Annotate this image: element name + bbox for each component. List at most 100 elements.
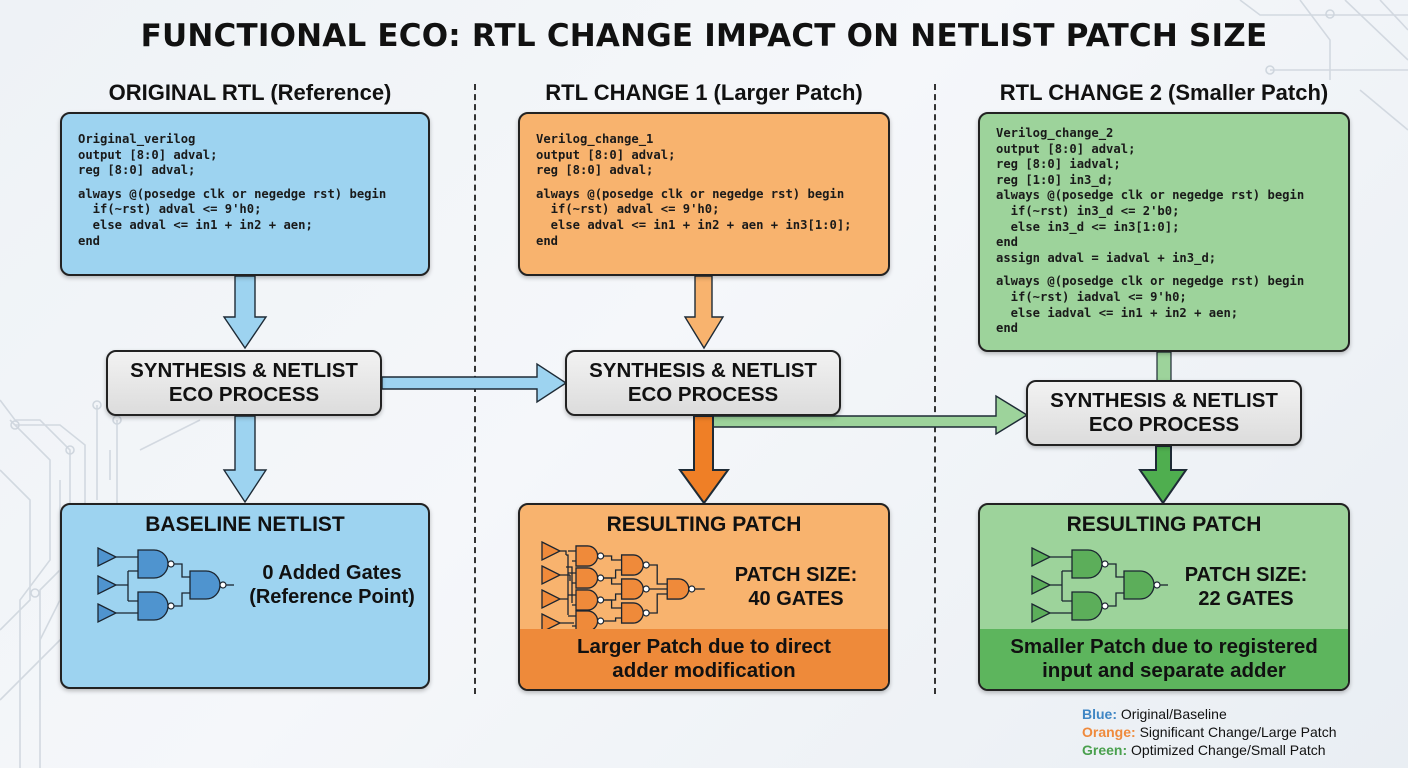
result-text-line-1: PATCH SIZE: (1184, 564, 1308, 586)
legend-item-blue: Blue: Original/Baseline (1082, 705, 1337, 723)
wire (174, 563, 190, 607)
nand-bubble (642, 585, 650, 593)
code-line: output [8:0] adval; (78, 147, 218, 162)
patch-note: Larger Patch due to direct adder modific… (520, 629, 888, 689)
legend-key: Blue: (1082, 706, 1117, 722)
nand-bubble (219, 581, 227, 589)
wire (568, 550, 576, 562)
result-text-line-1: 0 Added Gates (262, 562, 402, 584)
note-line-2: input and separate adder (1042, 659, 1286, 682)
nand-gate (1123, 570, 1155, 600)
code-line: Original_verilog (78, 132, 196, 146)
legend: Blue: Original/Baseline Orange: Signific… (1082, 705, 1337, 759)
code-line: always @(posedge clk or negedge rst) beg… (996, 274, 1305, 289)
buffer-gate (97, 602, 118, 624)
legend-key: Green: (1082, 742, 1128, 758)
patch-size: PATCH SIZE: 22 GATES (1166, 563, 1326, 611)
code-line: if(~rst) adval <= 9'h0; (536, 202, 720, 217)
result-summary: 0 Added Gates (Reference Point) (232, 561, 428, 609)
code-line: always @(posedge clk or negedge rst) beg… (996, 188, 1305, 203)
legend-item-orange: Orange: Significant Change/Large Patch (1082, 723, 1337, 741)
wire (1050, 556, 1072, 614)
code-line: else iadval <= in1 + in2 + aen; (996, 305, 1239, 320)
code-line (996, 266, 1332, 274)
column-heading-change-2: RTL CHANGE 2 (Smaller Patch) (999, 80, 1329, 105)
code-line: reg [8:0] adval; (78, 163, 196, 178)
wire (568, 615, 576, 627)
patch-note: Smaller Patch due to registered input an… (980, 629, 1348, 689)
code-line: end (996, 321, 1019, 336)
code-line: Verilog_change_1 (536, 132, 654, 146)
note-line-1: Smaller Patch due to registered (1010, 635, 1318, 658)
legend-text: Significant Change/Large Patch (1135, 724, 1337, 740)
nand-bubble (596, 617, 605, 625)
nand-bubble (596, 596, 605, 604)
result-text-line-2: (Reference Point) (249, 586, 415, 608)
gate-schematic-icon (97, 546, 234, 624)
process-box-change-2: SYNTHESIS & NETLIST ECO PROCESS (1026, 380, 1302, 446)
nand-bubble (642, 609, 650, 617)
page-title: FUNCTIONAL ECO: RTL CHANGE IMPACT ON NET… (140, 18, 1268, 54)
result-text-line-1: PATCH SIZE: (734, 564, 858, 586)
nand-bubble (1101, 602, 1109, 610)
code-line: else in3_d <= in3[1:0]; (996, 219, 1180, 234)
code-line: else adval <= in1 + in2 + aen + in3[1:0]… (536, 217, 852, 232)
nand-gate (1071, 591, 1103, 621)
nand-gate (575, 567, 599, 589)
process-line-1: SYNTHESIS & NETLIST (589, 359, 817, 382)
code-line: output [8:0] adval; (996, 141, 1136, 156)
nand-gate (189, 570, 221, 600)
nand-gate (575, 589, 599, 611)
baseline-netlist-box: BASELINE NETLIST 0 Added Gates (Referenc… (60, 503, 430, 689)
legend-text: Optimized Change/Small Patch (1127, 742, 1326, 758)
code-line: reg [8:0] iadval; (996, 157, 1121, 172)
nand-bubble (596, 552, 605, 560)
result-title: BASELINE NETLIST (145, 513, 345, 536)
code-line: Verilog_change_2 (996, 126, 1114, 140)
gate-schematic-icon (1031, 546, 1168, 624)
code-line: end (536, 233, 559, 248)
code-line: else adval <= in1 + in2 + aen; (78, 217, 313, 232)
nand-gate (137, 549, 169, 579)
result-text-line-2: 22 GATES (1198, 588, 1294, 610)
code-line: if(~rst) in3_d <= 2'b0; (996, 203, 1180, 218)
process-line-2: ECO PROCESS (168, 383, 320, 406)
legend-key: Orange: (1082, 724, 1136, 740)
wire (116, 556, 138, 614)
code-line (78, 179, 412, 187)
code-line: always @(posedge clk or negedge rst) beg… (536, 186, 845, 201)
wire (603, 555, 622, 579)
buffer-gate (541, 564, 562, 586)
nand-gate (620, 602, 644, 624)
wire (603, 599, 622, 622)
patch-box-change-2: RESULTING PATCH PATCH SIZE: 22 GATES Sma… (978, 503, 1350, 691)
nand-gate (575, 545, 599, 567)
code-line: end (996, 235, 1019, 250)
nand-bubble (596, 574, 605, 582)
legend-text: Original/Baseline (1117, 706, 1227, 722)
process-line-2: ECO PROCESS (1088, 413, 1240, 436)
process-line-2: ECO PROCESS (627, 383, 779, 406)
buffer-gate (541, 541, 562, 562)
buffer-gate (1031, 574, 1052, 596)
column-heading-change-1: RTL CHANGE 1 (Larger Patch) (545, 80, 863, 105)
patch-box-change-1: RESULTING PATCH PATCH SIZE: 40 GATES Lar… (518, 503, 890, 691)
code-line: assign adval = iadval + in3_d; (996, 250, 1217, 265)
wire (1108, 563, 1124, 607)
process-box-original: SYNTHESIS & NETLIST ECO PROCESS (106, 350, 382, 416)
buffer-gate (97, 574, 118, 596)
result-title: RESULTING PATCH (1066, 513, 1262, 536)
code-line: always @(posedge clk or negedge rst) beg… (78, 186, 387, 201)
buffer-gate (1031, 546, 1052, 568)
nand-bubble (167, 602, 175, 610)
note-line-1: Larger Patch due to direct (576, 635, 832, 658)
column-divider-1 (474, 84, 476, 694)
wire (603, 577, 622, 601)
